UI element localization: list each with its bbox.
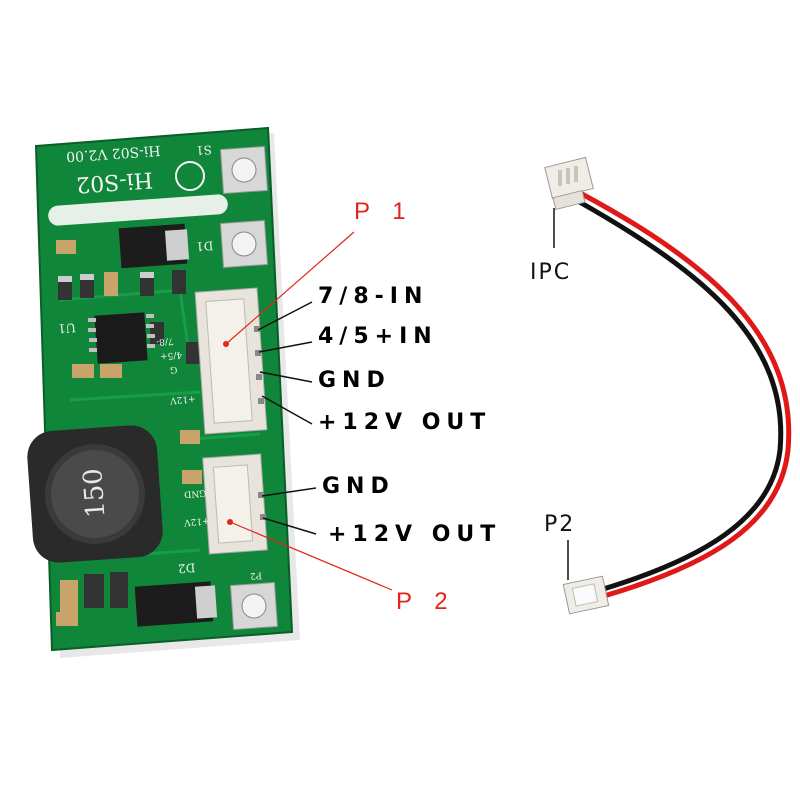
ic-u1: [88, 312, 155, 364]
mounting-hole-p2: [229, 581, 279, 631]
cable-leader-lines: [553, 208, 569, 580]
mounting-hole-s1: [219, 145, 269, 195]
cable-label-ipc: IPC: [530, 260, 572, 285]
connector-ipc: [544, 156, 594, 211]
silk-s1: S1: [195, 142, 213, 158]
inductor: [27, 425, 163, 563]
inductor-marking: 150: [78, 467, 112, 519]
silk-d1: D1: [195, 238, 214, 254]
smd-components: [56, 240, 202, 626]
p1-dot: [223, 341, 229, 347]
silk-p2: P2: [249, 569, 263, 581]
cable: [573, 191, 792, 599]
port-label-p2: P 2: [396, 588, 456, 615]
silk-12v-b: +12V: [183, 515, 210, 527]
silk-gnd: GND: [183, 487, 207, 499]
silk-78: 7/8-: [155, 335, 174, 347]
silk-12v: +12V: [169, 393, 196, 405]
diode-d2: [134, 581, 214, 627]
pin-label-p1-2: 4/5+IN: [318, 324, 438, 349]
connector-p1: [194, 287, 268, 435]
pin-label-p1-3: GND: [318, 368, 391, 393]
pin-label-p2-2: +12V OUT: [328, 522, 502, 547]
silk-45: 4/5+: [159, 349, 183, 361]
pin-label-p1-4: +12V OUT: [318, 410, 492, 435]
port-leader-lines: [225, 231, 393, 591]
connector-p2-cable: [562, 575, 610, 615]
pin-leader-lines: [257, 301, 317, 535]
p2-dot: [227, 519, 233, 525]
board-slot: [48, 194, 228, 226]
silk-g: G: [169, 363, 178, 375]
mounting-hole-d1: [219, 219, 269, 269]
silk-u1: U1: [57, 320, 77, 336]
pin-label-p1-1: 7/8-IN: [318, 284, 429, 309]
cable-label-p2: P2: [544, 512, 576, 537]
port-label-p1: P 1: [354, 198, 414, 225]
pin-label-p2-1: GND: [322, 474, 395, 499]
silk-d2: D2: [177, 560, 196, 576]
silk-model: Hi-S02: [75, 166, 154, 197]
silk-circle: [175, 161, 205, 191]
connector-p2: [202, 453, 268, 555]
